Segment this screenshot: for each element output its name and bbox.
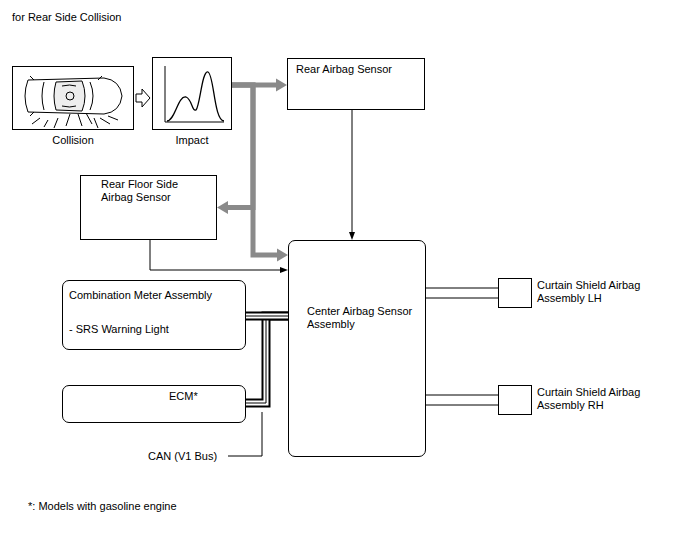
connector-line (227, 85, 253, 208)
node-text: Collision (3, 134, 143, 147)
arrow-head (280, 267, 288, 273)
meter-box: Combination Meter Assembly - SRS Warning … (62, 280, 246, 350)
node-text: Impact (143, 134, 241, 147)
diagram-title: for Rear Side Collision (12, 11, 121, 24)
node-text: Rear Floor Side Airbag Sensor (101, 178, 199, 204)
node-text: Curtain Shield Airbag Assembly RH (537, 386, 665, 412)
connector-line (232, 83, 277, 88)
connector (217, 85, 253, 214)
node-text: Center Airbag Sensor Assembly (307, 305, 417, 331)
node-text: ECM* (169, 390, 239, 403)
sensor-box: Rear Floor Side Airbag Sensor (80, 175, 217, 240)
bus-line (246, 314, 288, 319)
bus-line (246, 316, 288, 317)
connector (349, 110, 355, 240)
connector (232, 79, 287, 92)
connector (246, 316, 288, 403)
node-text: Combination Meter Assembly (69, 289, 239, 302)
airbag-box: Curtain Shield Airbag Assembly RH (498, 385, 532, 415)
collision-box: Collision (12, 66, 134, 130)
bus-line (246, 312, 288, 321)
bus-line (246, 316, 288, 403)
arrow-head (217, 201, 228, 214)
node-text: Curtain Shield Airbag Assembly LH (537, 279, 665, 305)
connector-line (352, 110, 353, 233)
impact-box: Impact (152, 57, 232, 130)
car-illustration (25, 76, 122, 128)
connector (232, 85, 288, 262)
node-text: Rear Airbag Sensor (296, 63, 416, 76)
ecm-box: ECM* (62, 385, 246, 423)
bus-line (246, 316, 288, 403)
arrow-head (349, 232, 355, 240)
arrow-head (277, 249, 288, 262)
center-sensor-box: Center Airbag Sensor Assembly (288, 240, 426, 457)
connector (136, 89, 150, 107)
footnote: *: Models with gasoline engine (28, 500, 177, 513)
connector (246, 316, 288, 317)
block-arrow (136, 89, 150, 107)
sensor-box: Rear Airbag Sensor (287, 58, 425, 110)
impact-graph (165, 66, 224, 122)
bus-label: CAN (V1 Bus) (148, 450, 217, 463)
arrow-head (276, 79, 287, 92)
airbag-box: Curtain Shield Airbag Assembly LH (498, 278, 532, 308)
bus-line (246, 316, 288, 403)
node-text: - SRS Warning Light (69, 323, 239, 336)
